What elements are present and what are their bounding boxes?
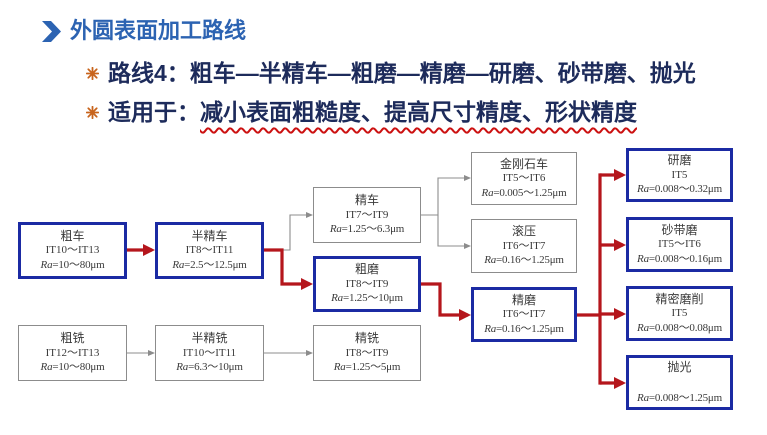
roughness-symbol: Ra [333,361,346,374]
arrow-semi-finish-turning-to-finish-turning [282,212,313,251]
roughness-symbol: Ra [40,361,53,374]
star-bullet-icon [86,67,99,80]
diamond-turning-box: 金刚石车 IT5～IT6 Ra=0.005～1.25μm [471,152,577,205]
it-grade: IT8～IT9 [345,277,389,290]
arrow-finish-turning-to-roller-burnishing [437,215,471,249]
surface-roughness: Ra=0.005～1.25μm [481,186,567,199]
surface-roughness: Ra=0.008～0.08μm [637,321,722,334]
precision-grinding-box: 精密磨削 IT5 Ra=0.008～0.08μm [626,286,733,341]
surface-roughness: Ra=0.16～1.25μm [484,254,564,267]
it-grade: IT5 [671,168,688,181]
roughness-symbol: Ra [637,252,649,265]
chevron-right-icon [42,21,61,42]
surface-roughness: Ra=0.008～0.32μm [637,183,722,196]
it-grade: IT7～IT9 [345,208,389,221]
process-name: 金刚石车 [499,156,548,171]
it-grade: IT12～IT13 [45,346,100,359]
rough-milling-box: 粗铣 IT12～IT13 Ra=10～80μm [18,325,127,381]
lapping-box: 研磨 IT5 Ra=0.008～0.32μm [626,148,733,202]
it-grade: IT10～IT13 [45,244,100,257]
process-name: 粗铣 [60,331,85,346]
surface-roughness: Ra=0.008～1.25μm [637,391,722,404]
purpose-label: 适用于： [108,99,200,125]
slide-title: 外圆表面加工路线 [70,18,247,43]
process-name: 精密磨削 [655,291,704,306]
roughness-symbol: Ra [637,391,649,404]
it-grade: IT5 [671,307,688,320]
belt-grinding-box: 砂带磨 IT5～IT6 Ra=0.008～0.16μm [626,217,733,272]
process-name: 精车 [354,193,379,208]
it-grade: IT6～IT7 [502,308,546,321]
process-name: 精磨 [511,292,536,307]
roughness-symbol: Ra [172,258,185,271]
semi-finish-turning-box: 半精车 IT8～IT11 Ra=2.5～12.5μm [155,222,264,279]
arrow-finish-turning-to-diamond-turning [421,175,471,216]
roughness-symbol: Ra [637,183,649,196]
surface-roughness: Ra=1.25～5μm [333,361,401,374]
rough-grinding-box: 粗磨 IT8～IT9 Ra=1.25～10μm [313,256,421,312]
surface-roughness: Ra=1.25～6.3μm [329,223,405,236]
process-name: 滚压 [511,224,536,239]
surface-roughness: Ra=0.008～0.16μm [637,252,722,265]
surface-roughness: Ra=10～80μm [40,258,105,271]
roughness-symbol: Ra [484,254,497,267]
roughness-symbol: Ra [40,258,53,271]
it-grade: IT8～IT9 [345,346,389,359]
arrow-rough-grinding-to-finish-grinding [421,282,471,321]
rough-turning-box: 粗车 IT10～IT13 Ra=10～80μm [18,222,127,279]
surface-roughness: Ra=0.16～1.25μm [484,322,564,335]
roughness-symbol: Ra [176,361,189,374]
it-grade: IT10～IT11 [182,346,237,359]
star-bullet-icon [86,106,99,119]
purpose-line: 适用于：减小表面粗糙度、提高尺寸精度、形状精度 [86,98,637,126]
it-grade: IT6～IT7 [502,239,546,252]
finish-turning-box: 精车 IT7～IT9 Ra=1.25～6.3μm [313,187,421,243]
process-name: 半精铣 [191,331,228,346]
roughness-symbol: Ra [329,223,342,236]
roughness-symbol: Ra [637,321,649,334]
polishing-box: 抛光 Ra=0.008～1.25μm [626,355,733,410]
semi-finish-milling-box: 半精铣 IT10～IT11 Ra=6.3～10μm [155,325,264,381]
process-name: 砂带磨 [661,222,698,237]
surface-roughness: Ra=1.25～10μm [331,292,403,305]
process-name: 半精车 [191,228,228,243]
finish-milling-box: 精铣 IT8～IT9 Ra=1.25～5μm [313,325,421,381]
process-name: 研磨 [667,153,692,168]
roller-burnishing-box: 滚压 IT6～IT7 Ra=0.16～1.25μm [471,219,577,273]
surface-roughness: Ra=2.5～12.5μm [172,258,247,271]
process-name: 粗车 [60,228,85,243]
it-grade: IT8～IT11 [185,244,234,257]
process-name: 精铣 [354,331,379,346]
it-grade: IT5～IT6 [658,238,701,251]
process-name: 粗磨 [354,262,379,277]
roughness-symbol: Ra [481,186,494,199]
route-text: 路线4：粗车—半精车—粗磨—精磨—研磨、砂带磨、抛光 [108,60,696,86]
arrow-semi-finish-turning-to-rough-grinding [264,248,313,290]
red-wavy-underlined-purpose: 减小表面粗糙度、提高尺寸精度、形状精度 [200,99,637,125]
finish-grinding-box: 精磨 IT6～IT7 Ra=0.16～1.25μm [471,287,577,342]
route-line: 路线4：粗车—半精车—粗磨—精磨—研磨、砂带磨、抛光 [86,59,696,87]
it-grade: IT5～IT6 [502,172,546,185]
surface-roughness: Ra=6.3～10μm [176,361,243,374]
surface-roughness: Ra=10～80μm [40,361,105,374]
roughness-symbol: Ra [484,322,497,335]
process-name: 抛光 [667,360,692,374]
roughness-symbol: Ra [331,292,343,305]
